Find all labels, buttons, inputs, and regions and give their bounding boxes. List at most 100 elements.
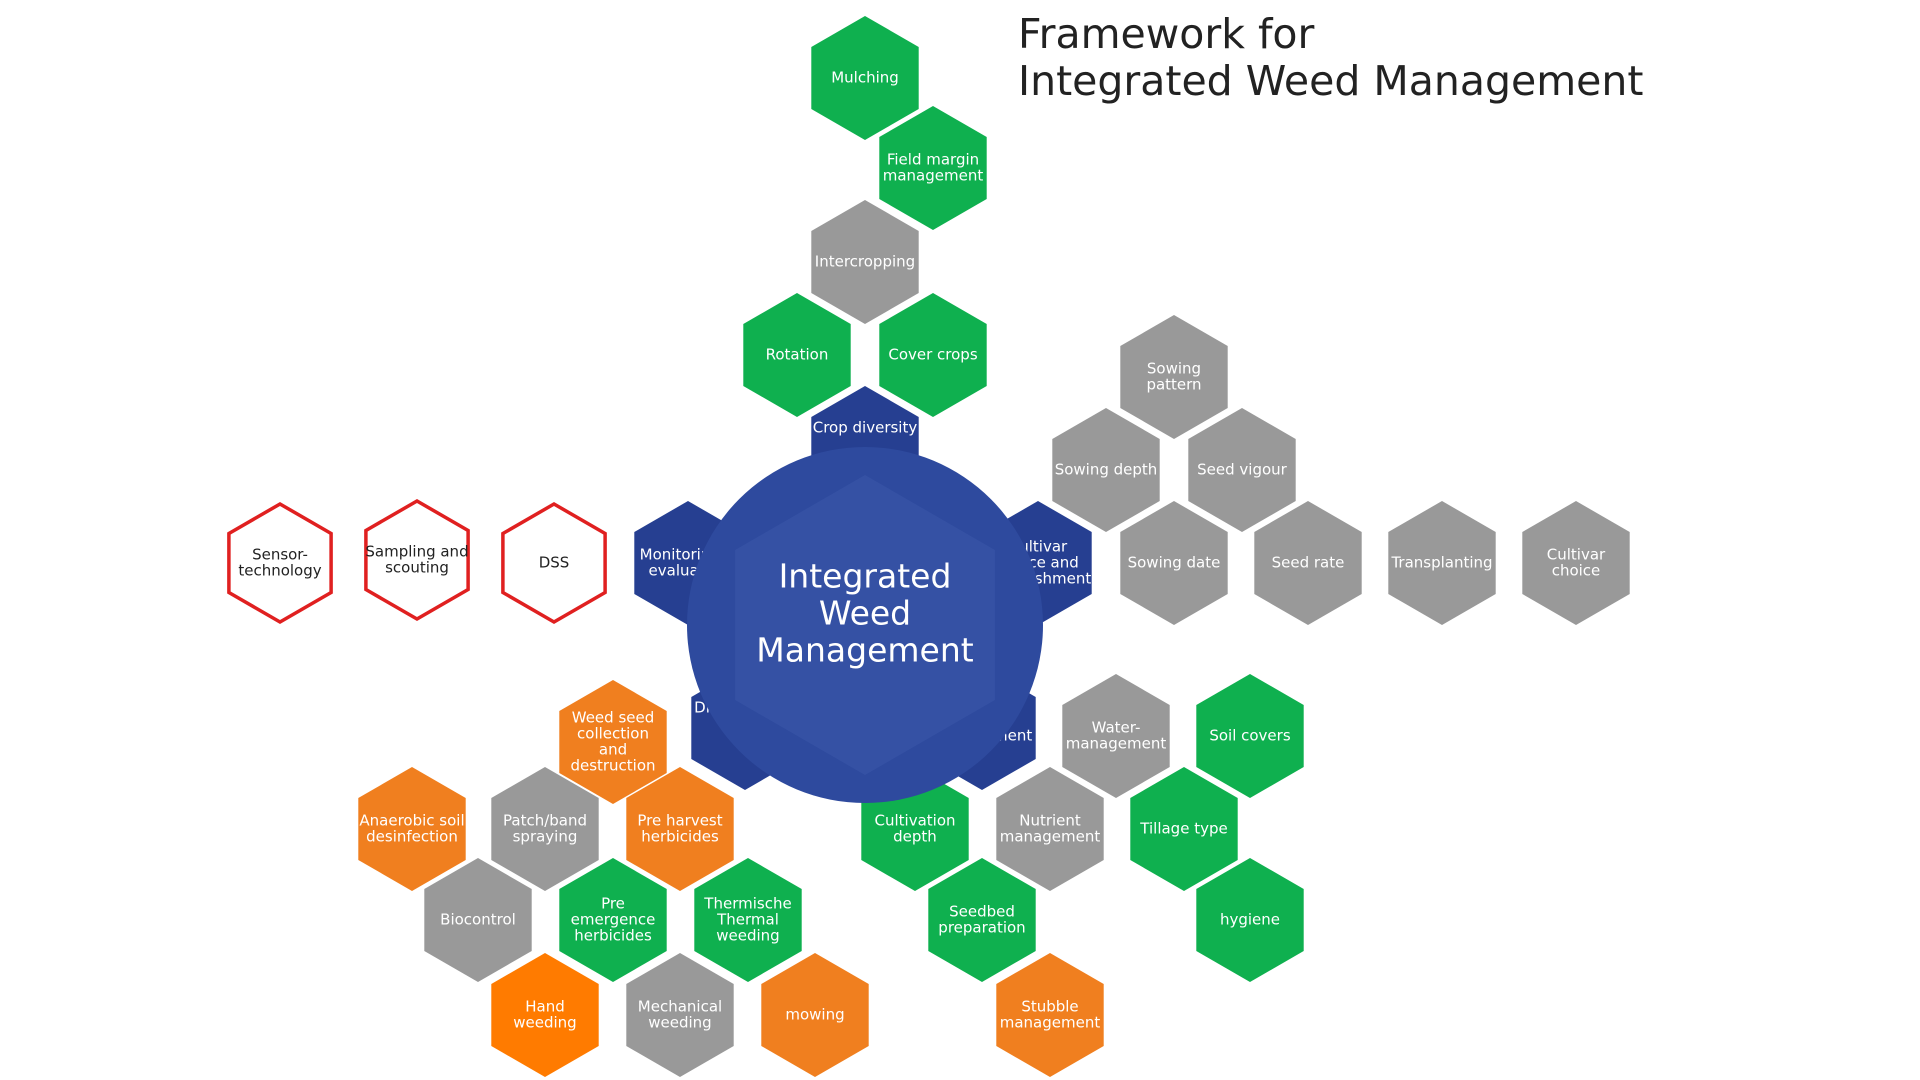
- hexagon-seed-vigour: Seed vigour: [1188, 408, 1296, 532]
- hexagon-shape: [227, 501, 333, 625]
- hexagon-label-line: management: [1000, 828, 1101, 846]
- hexagon-label-line: Mulching: [831, 69, 899, 87]
- hexagon-shape: [1120, 315, 1228, 439]
- hexagon-shape: [996, 953, 1104, 1077]
- hexagon-label-line: Thermal: [716, 911, 779, 929]
- hexagon-label-line: pattern: [1146, 376, 1201, 394]
- hexagon-shape: [424, 858, 532, 982]
- hexagon-label-line: scouting: [385, 559, 449, 577]
- hexagon-seed-rate: Seed rate: [1254, 501, 1362, 625]
- hexagon-sowing-depth: Sowing depth: [1052, 408, 1160, 532]
- diagram-title: Framework for Integrated Weed Management: [1018, 10, 1643, 105]
- hexagon-label-line: Soil covers: [1209, 727, 1290, 745]
- hexagon-shape: [1062, 674, 1170, 798]
- hexagon-label-line: weeding: [648, 1014, 711, 1032]
- hexagon-cover-crops: Cover crops: [879, 293, 987, 417]
- hexagon-label-line: management: [1000, 1014, 1101, 1032]
- hexagon-label-line: emergence: [571, 911, 656, 929]
- hexagon-label-line: spraying: [513, 828, 578, 846]
- hexagon-label-line: Biocontrol: [440, 911, 516, 929]
- hexagon-shape: [811, 200, 919, 324]
- title-line-1: Framework for: [1018, 10, 1315, 58]
- hexagon-shape: [491, 767, 599, 891]
- hexagon-shape: [761, 953, 869, 1077]
- hexagon-shape: [559, 858, 667, 982]
- hexagon-label-line: Cultivar: [1547, 546, 1606, 564]
- hexagon-label-line: Crop diversity: [813, 419, 918, 437]
- hexagon-label-line: Seed vigour: [1197, 461, 1288, 479]
- hexagon-shape: [1196, 858, 1304, 982]
- hexagon-mowing: mowing: [761, 953, 869, 1077]
- center-label-line-1: Integrated: [779, 557, 952, 596]
- hexagon-label-line: Tillage type: [1139, 820, 1227, 838]
- hexagon-shape: [501, 501, 607, 625]
- hexagon-shape: [1052, 408, 1160, 532]
- hexagon-label-line: hygiene: [1220, 911, 1280, 929]
- hexagon-shape: [1188, 408, 1296, 532]
- hexagon-shape: [1130, 767, 1238, 891]
- hexagon-label-line: Water-: [1092, 719, 1141, 737]
- hexagon-label-line: Seedbed: [949, 903, 1015, 921]
- hexagon-label-line: Transplanting: [1390, 554, 1492, 572]
- hexagon-transplanting: Transplanting: [1388, 501, 1496, 625]
- hexagon-sensor-technology: Sensor-technology: [227, 501, 333, 625]
- hexagon-dss: DSS: [501, 501, 607, 625]
- hexagon-shape: [996, 767, 1104, 891]
- hexagon-shape: [743, 293, 851, 417]
- hexagon-label-line: Cover crops: [888, 346, 977, 364]
- hexagon-label-line: Rotation: [766, 346, 829, 364]
- hexagon-shape: [879, 293, 987, 417]
- hexagon-water-management: Water-management: [1062, 674, 1170, 798]
- hexagon-label-line: Nutrient: [1019, 812, 1081, 830]
- hexagon-label-line: Patch/band: [503, 812, 587, 830]
- hexagon-hygiene: hygiene: [1196, 858, 1304, 982]
- hexagon-label-line: Field margin: [887, 151, 979, 169]
- hexagon-shape: [1196, 674, 1304, 798]
- center-inner-shape: [735, 475, 995, 775]
- hexagon-label-line: preparation: [938, 919, 1025, 937]
- hexagon-tillage-type: Tillage type: [1130, 767, 1238, 891]
- hexagon-shape: [358, 767, 466, 891]
- hexagon-label-line: Thermische: [703, 895, 791, 913]
- hexagon-shape: [811, 16, 919, 140]
- hexagon-label-line: Sowing depth: [1055, 461, 1158, 479]
- hexagon-label-line: Hand: [525, 998, 565, 1016]
- hexagon-label-line: destruction: [570, 757, 655, 775]
- hexagon-shape: [1254, 501, 1362, 625]
- hexagon-label-line: DSS: [539, 554, 570, 572]
- hexagon-label-line: mowing: [785, 1006, 844, 1024]
- hexagon-shape: [626, 767, 734, 891]
- center-label-line-2: Weed: [819, 594, 911, 633]
- hexagon-label-line: Sensor-: [252, 546, 308, 564]
- hexagon-label-line: collection: [577, 725, 649, 743]
- hexagon-label-line: management: [1066, 735, 1167, 753]
- hexagon-shape: [364, 498, 470, 622]
- hexagon-rotation: Rotation: [743, 293, 851, 417]
- hexagon-label-line: Intercropping: [815, 253, 915, 271]
- hexagon-label-line: depth: [893, 828, 937, 846]
- hexagon-label-line: Pre: [601, 895, 625, 913]
- hexagon-intercropping: Intercropping: [811, 200, 919, 324]
- hexagon-shape: [1120, 501, 1228, 625]
- hexagon-label-line: Anaerobic soil: [359, 812, 464, 830]
- hexagon-shape: [491, 953, 599, 1077]
- hexagon-label-line: Sowing date: [1128, 554, 1221, 572]
- hexagon-label-line: technology: [238, 562, 321, 580]
- hexagon-soil-covers: Soil covers: [1196, 674, 1304, 798]
